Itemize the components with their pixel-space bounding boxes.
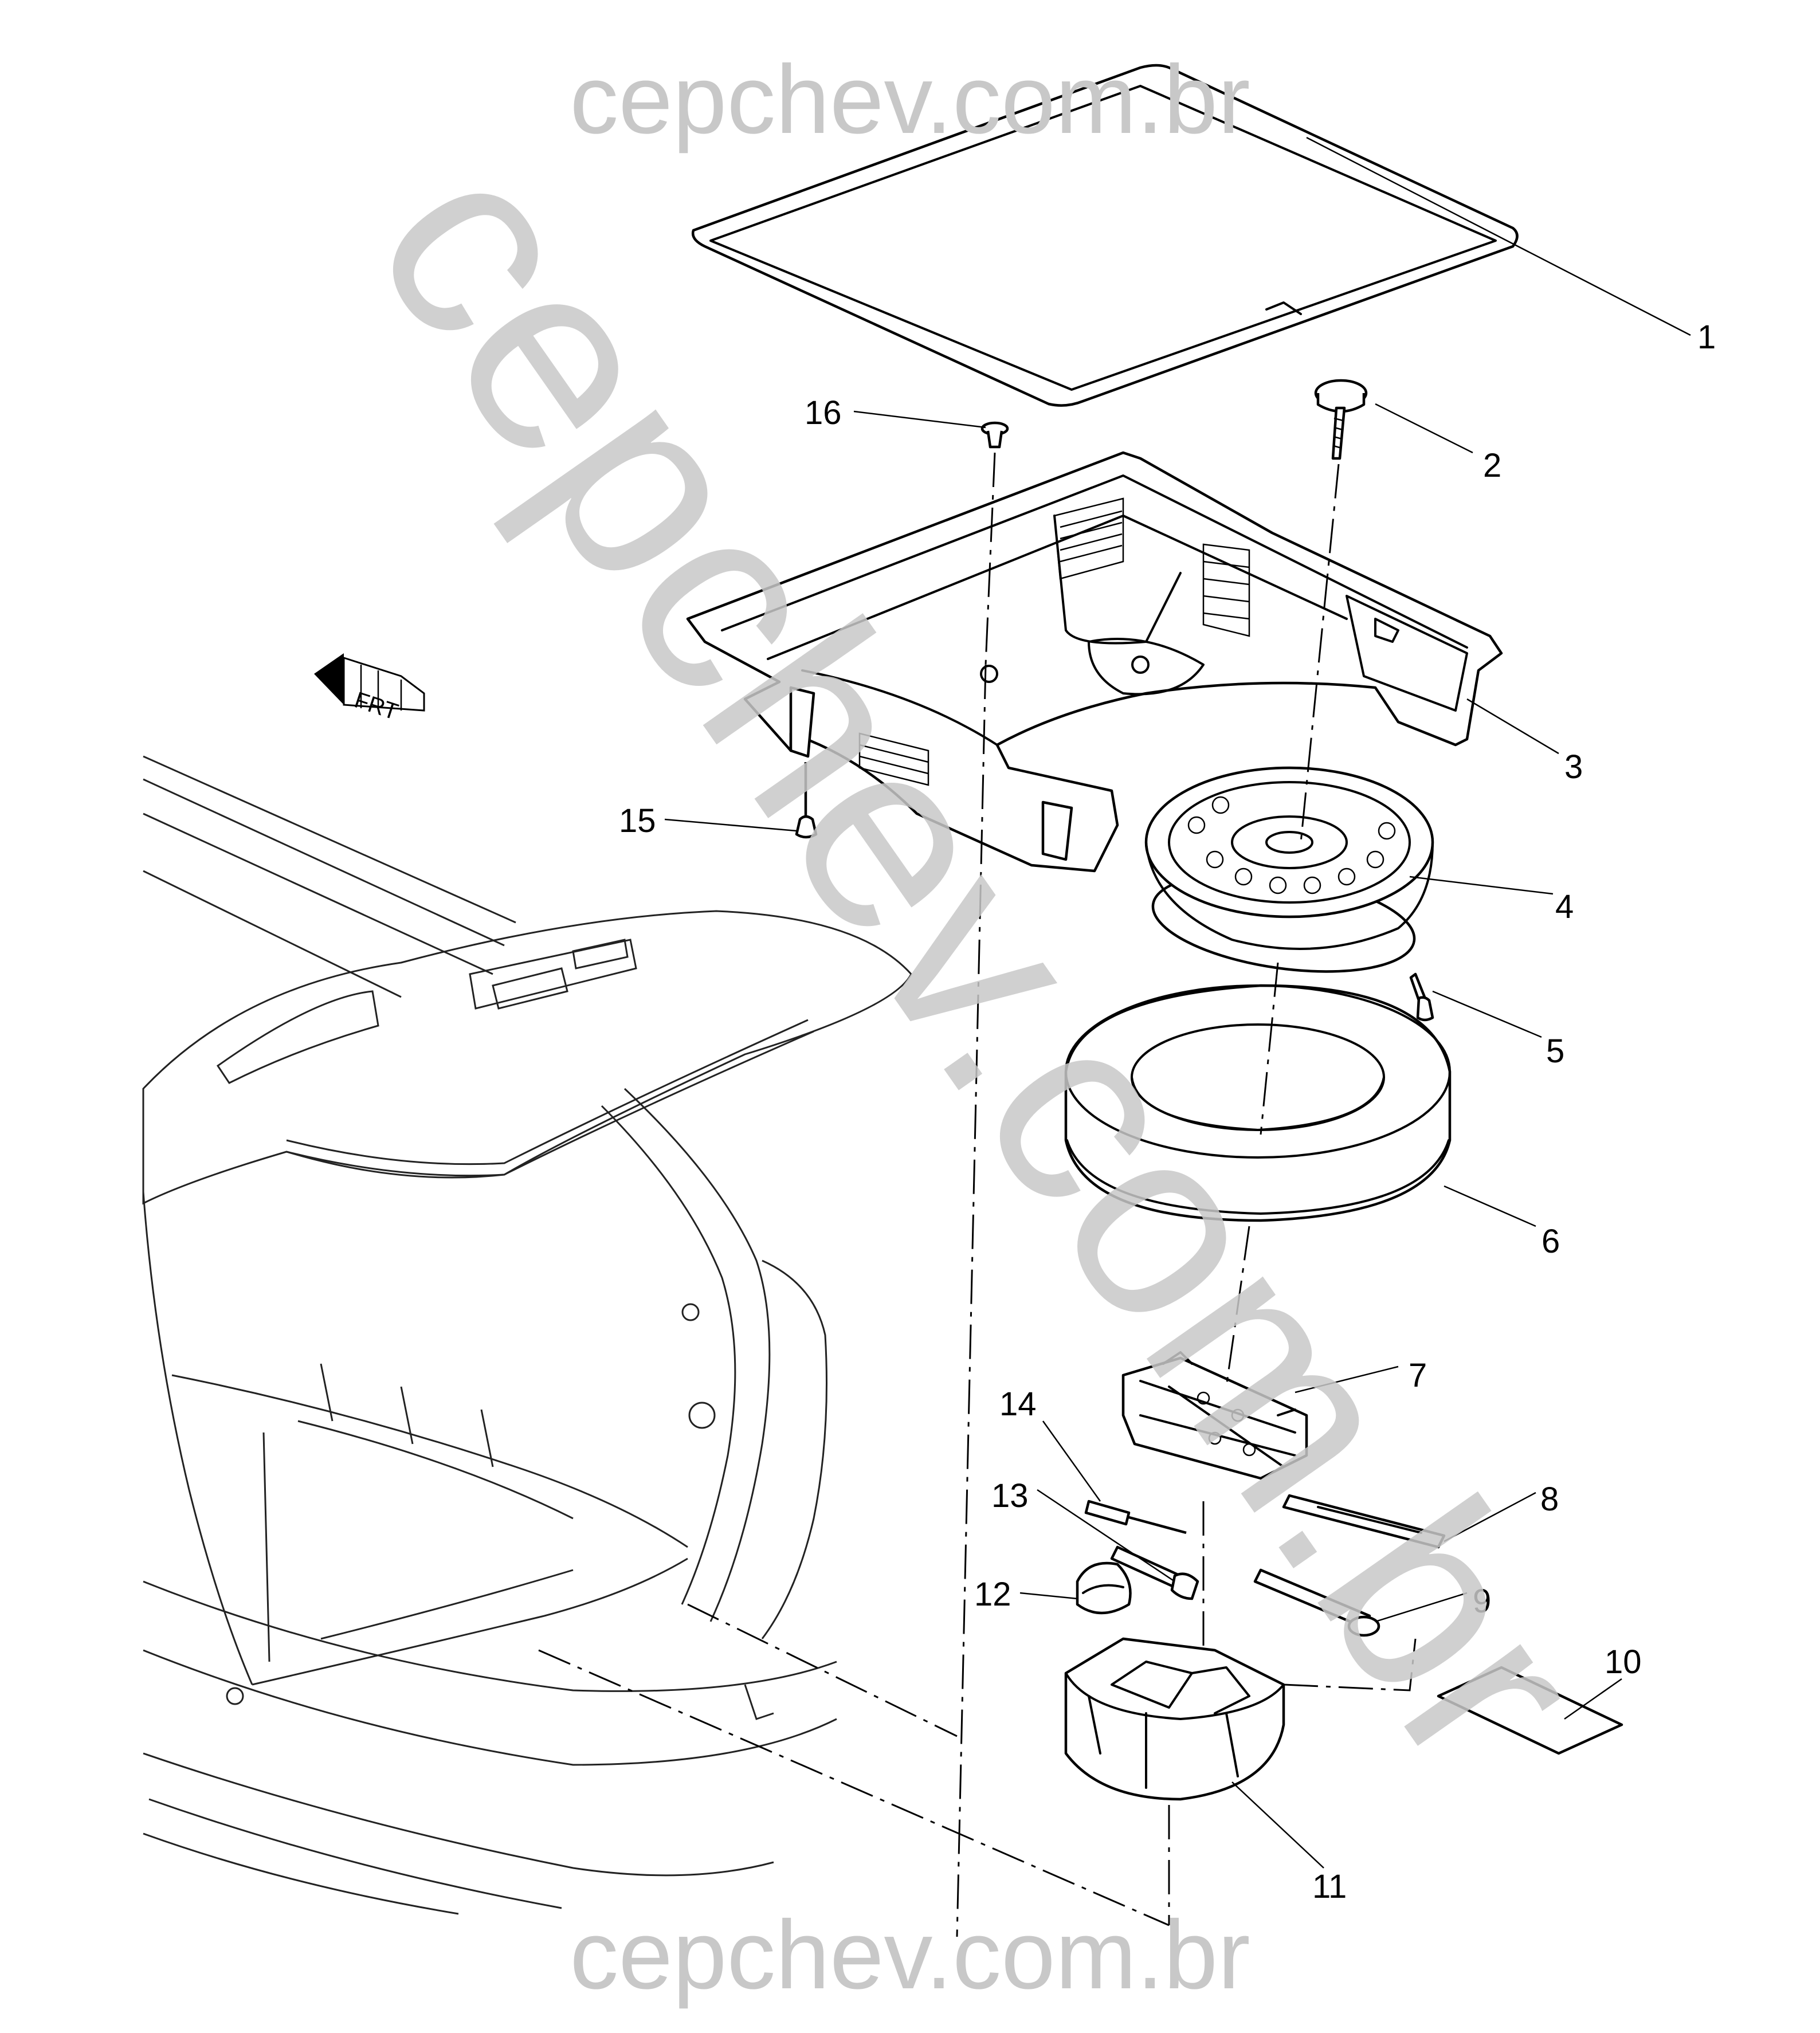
jack-handle-part bbox=[1282, 1494, 1446, 1549]
spare-hold-down-bolt-part bbox=[1314, 379, 1368, 460]
load-floor-panel-part bbox=[691, 64, 1519, 407]
callout-2: 2 bbox=[1483, 447, 1501, 484]
adapter-tool-part bbox=[1110, 1545, 1199, 1600]
screwdriver-part bbox=[1084, 1500, 1187, 1534]
callout-3: 3 bbox=[1564, 748, 1583, 786]
callout-1: 1 bbox=[1697, 319, 1716, 356]
callout-6: 6 bbox=[1541, 1223, 1560, 1260]
tray-stud-part bbox=[795, 762, 818, 839]
callout-4: 4 bbox=[1555, 888, 1574, 925]
vehicle-rear-illustration bbox=[142, 755, 912, 1915]
tray-vent-grille bbox=[858, 497, 1250, 786]
retainer-pushpin-part bbox=[980, 421, 1009, 449]
information-label-part bbox=[1437, 1666, 1623, 1755]
callout-16: 16 bbox=[805, 394, 842, 431]
front-orientation-arrow: FRT bbox=[314, 653, 425, 725]
wheel-vent-holes bbox=[1187, 796, 1396, 894]
callout-15: 15 bbox=[619, 802, 656, 839]
callout-7: 7 bbox=[1409, 1357, 1427, 1394]
callout-13: 13 bbox=[991, 1477, 1029, 1514]
assembly-centerlines bbox=[538, 452, 1417, 1937]
watermark-top: cepchev.com.br bbox=[570, 45, 1250, 154]
jack-part bbox=[1121, 1351, 1308, 1480]
valve-stem-part bbox=[1409, 972, 1434, 1022]
callout-8: 8 bbox=[1540, 1481, 1559, 1518]
callout-leader-lines bbox=[664, 136, 1691, 1869]
callout-labels: 1 2 3 4 5 6 7 8 9 10 11 12 13 14 15 16 bbox=[619, 319, 1716, 1905]
watermark-bottom: cepchev.com.br bbox=[570, 1901, 1250, 2010]
callout-11: 11 bbox=[1312, 1868, 1347, 1905]
callout-14: 14 bbox=[999, 1386, 1037, 1423]
wheel-block-part bbox=[1076, 1561, 1132, 1615]
callout-12: 12 bbox=[974, 1576, 1011, 1613]
spare-tire-tray-part bbox=[686, 451, 1503, 873]
tool-kit-organizer-part bbox=[1064, 1637, 1285, 1801]
lug-wrench-part bbox=[1253, 1568, 1380, 1637]
spare-wheel-part bbox=[1144, 766, 1434, 973]
callout-5: 5 bbox=[1546, 1033, 1564, 1070]
callout-9: 9 bbox=[1473, 1583, 1491, 1620]
spare-tire-part bbox=[1064, 984, 1452, 1222]
callout-10: 10 bbox=[1605, 1643, 1642, 1681]
